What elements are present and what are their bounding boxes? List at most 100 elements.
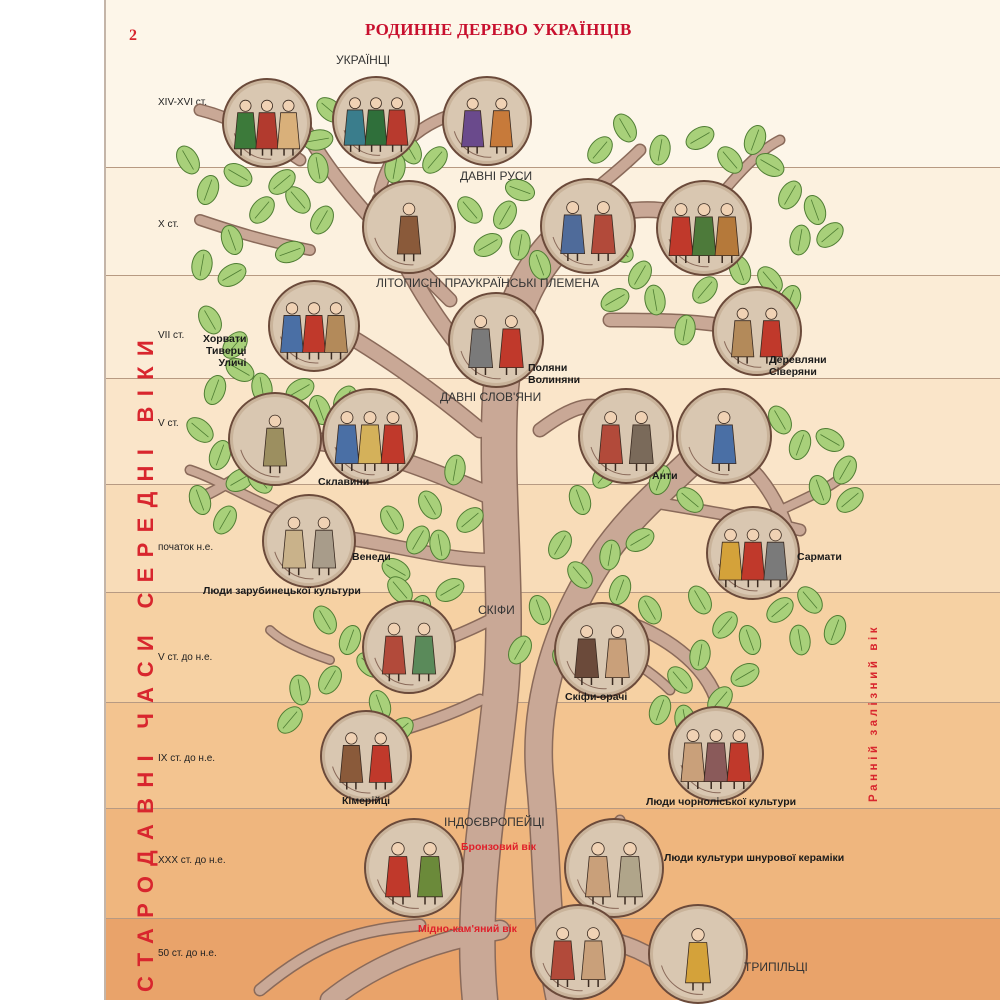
leaf-vein	[279, 247, 301, 257]
leaf-vein	[230, 364, 250, 376]
medallion-sklavyny-1	[228, 392, 322, 486]
medallion-kimmeriytsi	[320, 710, 412, 802]
leaf-vein	[771, 602, 789, 618]
page-title: РОДИННЕ ДЕРЕВО УКРАЇНЦІВ	[365, 20, 632, 39]
leaf-vein	[592, 141, 608, 159]
figure-illustration	[718, 528, 788, 592]
figure-illustration	[374, 202, 422, 266]
leaf-vein	[802, 591, 818, 609]
leaf-vein	[797, 229, 803, 251]
tree-branch	[321, 921, 509, 1000]
leaf-vein	[722, 151, 738, 169]
leaf-vein	[345, 629, 355, 651]
medallion-rusy-3	[656, 180, 752, 276]
era-label: XXX ст. до н.е.	[158, 855, 226, 866]
leaf-vein	[655, 469, 665, 491]
medallion-anty-1	[578, 388, 674, 484]
leaf-vein	[750, 129, 760, 151]
leaf-vein	[307, 137, 329, 143]
leaf-vein	[199, 254, 205, 276]
medallion-sklavyny-2	[322, 388, 418, 484]
leaf-vein	[290, 191, 306, 209]
group-heading-indoeuropeans: ІНДОЄВРОПЕЙЦІ	[444, 815, 545, 829]
medallion-sarmaty	[706, 506, 800, 600]
medallion-trypillians-2	[648, 904, 748, 1004]
leaf-vein	[316, 210, 328, 230]
medallion-ukrainians-1	[222, 78, 312, 168]
caption-skify-orachi: Скіфи-орачі	[565, 691, 628, 703]
leaf-vein	[712, 691, 728, 709]
age-label-bronze: Бронзовий вік	[461, 841, 536, 853]
medallion-shnurova	[564, 818, 664, 918]
leaf-vein	[191, 422, 209, 438]
caption-khorvaty: Хорвати Тиверці Уличі	[203, 333, 247, 369]
leaf-vein	[797, 629, 803, 651]
figure-illustration	[566, 625, 630, 690]
group-heading-slavs: ДАВНІ СЛОВ'ЯНИ	[440, 390, 542, 404]
group-heading-trypillians: ТРИПІЛЬЦІ	[744, 960, 808, 974]
medallion-chornolis	[668, 706, 764, 802]
leaf-vein	[830, 619, 840, 641]
leaf-vein	[254, 201, 270, 219]
era-label: 50 ст. до н.е.	[158, 948, 217, 959]
group-heading-scythians: СКІФИ	[478, 603, 515, 617]
leaf-vein	[634, 265, 646, 285]
leaf-vein	[227, 336, 243, 354]
leaf-vein	[290, 384, 310, 396]
caption-venedy: Венеди	[352, 551, 391, 563]
leaf-vein	[575, 489, 585, 511]
leaf-vein	[315, 157, 321, 179]
leaf-vein	[607, 544, 613, 566]
leaf-vein	[461, 512, 479, 528]
leaf-vein	[319, 610, 331, 630]
era-divider	[104, 484, 1000, 485]
leaf-vein	[195, 489, 205, 511]
leaf-vein	[222, 269, 242, 281]
leaf-vein	[386, 510, 398, 530]
leaf-vein	[440, 584, 460, 596]
leaf-vein	[717, 616, 733, 634]
leaf-vein	[478, 239, 498, 251]
era-divider	[104, 378, 1000, 379]
medallion-skify-orachi	[554, 602, 650, 698]
medallion-khorvaty	[268, 280, 360, 372]
leaf-vein	[215, 444, 225, 466]
leaf-vein	[386, 564, 406, 576]
leaf-vein	[182, 150, 194, 170]
caption-derevliany: Деревляни Сіверяни	[769, 354, 827, 378]
left-margin-line	[104, 0, 106, 1000]
group-heading-tribes: ЛІТОПИСНІ ПРАУКРАЇНСЬКІ ПЛЕМЕНА	[376, 276, 600, 290]
leaf-vein	[437, 534, 443, 556]
age-label-copper: Мідно-кам'яний вік	[418, 923, 517, 935]
medallion-ukrainians-3	[442, 76, 532, 166]
leaf-vein	[462, 201, 478, 219]
figure-illustration	[274, 516, 337, 580]
leaf-vein	[841, 492, 859, 508]
era-label: початок н.е.	[158, 542, 214, 553]
leaf-vein	[774, 410, 786, 430]
leaf-vein	[572, 566, 588, 584]
tree-branch	[266, 626, 334, 664]
leaf-vein	[655, 699, 665, 721]
leaf-vein	[694, 590, 706, 610]
figure-illustration	[661, 928, 711, 995]
medallion-indoeuropeans	[364, 818, 464, 918]
leaf-vein	[315, 399, 325, 421]
leaf-vein	[554, 535, 566, 555]
figure-illustration	[577, 842, 643, 909]
leaf-vein	[392, 581, 408, 599]
group-heading-ukrainians: УКРАЇНЦІ	[336, 53, 391, 67]
leaf-vein	[615, 579, 625, 601]
leaf-vein	[762, 271, 778, 289]
leaf-vein	[784, 185, 796, 205]
era-divider	[104, 167, 1000, 168]
leaf-vein	[690, 132, 710, 144]
figure-illustration	[723, 307, 783, 368]
figure-illustration	[280, 302, 348, 364]
leaf-vein	[204, 310, 216, 330]
leaf-vein	[452, 459, 458, 481]
leaf-vein	[839, 460, 851, 480]
leaf-vein	[815, 479, 825, 501]
caption-anty: Анти	[652, 470, 678, 482]
